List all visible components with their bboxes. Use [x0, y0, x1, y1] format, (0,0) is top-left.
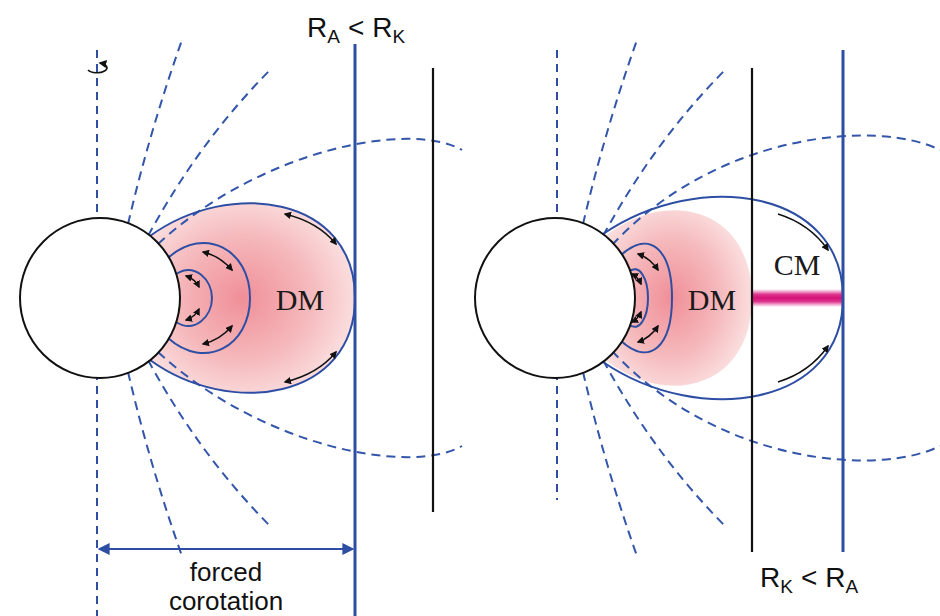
alfven-radius-line [842, 50, 845, 552]
radius-symbol: R [307, 12, 327, 43]
open-field-lines [583, 40, 940, 556]
rotation-symbol [88, 63, 107, 73]
centrifugal-band [752, 289, 843, 307]
radius-subscript: K [393, 26, 406, 47]
corotation-span-arrow [100, 548, 352, 550]
closed-field-loops [603, 197, 843, 399]
radius-subscript: A [846, 576, 859, 597]
region-name: DM [688, 283, 736, 316]
region-name: CM [774, 248, 821, 281]
radius-subscript: K [780, 576, 793, 597]
radius-subscript: A [327, 26, 340, 47]
radius-symbol: R [760, 562, 780, 593]
dead-zone-label: DM [272, 281, 328, 318]
right-panel [475, 40, 940, 556]
region-name: DM [276, 283, 324, 316]
alfven-radius-line [354, 44, 357, 616]
centrifugal-zone-label: CM [770, 246, 825, 283]
radius-relation: RA<RK [307, 12, 405, 48]
kepler-radius-line [432, 68, 434, 512]
flow-arrows [186, 214, 336, 382]
kepler-radius-line [751, 68, 753, 552]
radius-relation: RK<RA [760, 562, 858, 598]
comparison-sign: < [348, 12, 364, 43]
comparison-sign: < [801, 562, 817, 593]
radius-symbol: R [825, 562, 845, 593]
infall-arrows [778, 214, 828, 382]
corotation-caption: forced corotation [141, 558, 311, 616]
star [475, 218, 635, 378]
left-panel [20, 40, 462, 616]
star [20, 218, 180, 378]
dead-zone-label: DM [684, 281, 740, 318]
radius-symbol: R [372, 12, 392, 43]
